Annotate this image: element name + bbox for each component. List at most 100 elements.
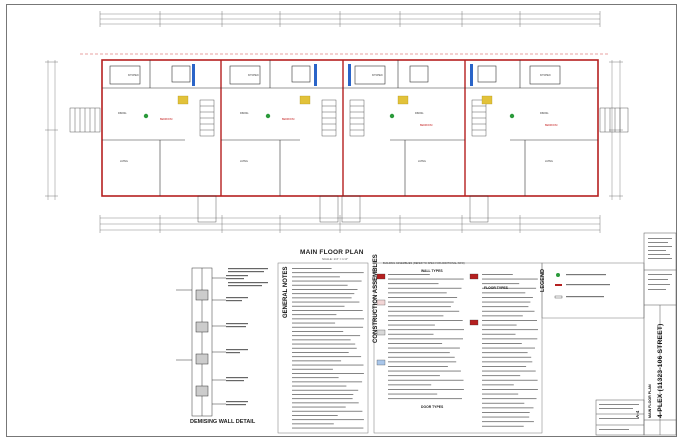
fine-print-line xyxy=(482,361,533,363)
room-label-kitchen-3: KITCHEN xyxy=(372,74,383,77)
exterior-steps xyxy=(69,107,629,223)
fine-print-line xyxy=(388,356,455,358)
fine-print-line xyxy=(292,305,345,307)
room-label-living-4: LIVING xyxy=(545,160,553,163)
fine-print-line xyxy=(388,287,462,289)
room-label-dining-4: DINING xyxy=(540,112,549,115)
fine-print-line xyxy=(388,361,457,363)
fine-print-line xyxy=(482,315,523,317)
fine-print-line xyxy=(292,318,364,320)
fine-print-line xyxy=(482,412,530,413)
fine-print-line xyxy=(388,370,461,372)
fine-print-line xyxy=(388,366,448,367)
fine-print-line xyxy=(482,393,519,395)
fine-print-line xyxy=(292,331,344,332)
fine-print-line xyxy=(482,292,526,294)
fine-print-line xyxy=(482,287,537,289)
fine-print-line xyxy=(388,301,454,303)
fine-print-line xyxy=(388,333,434,335)
fine-print-line xyxy=(292,398,353,400)
fine-print-line xyxy=(482,366,527,367)
dimension-lines xyxy=(47,13,621,231)
fine-print-line xyxy=(292,268,332,269)
fine-print-line xyxy=(482,310,535,312)
fine-print-line xyxy=(482,320,537,321)
fine-print-line xyxy=(482,389,538,390)
fine-print-line xyxy=(292,335,361,337)
room-label-bedroom-1: BEDROOM xyxy=(160,118,173,121)
wall-type-swatches xyxy=(376,273,479,366)
fine-print-line xyxy=(482,352,528,354)
plan-scale: SCALE: 1/4" = 1'-0" xyxy=(322,257,349,261)
fine-print-line xyxy=(388,393,438,395)
fine-print-line xyxy=(482,370,536,372)
fine-print-line xyxy=(292,364,364,366)
fine-print-line xyxy=(482,324,517,326)
fine-print-line xyxy=(292,389,359,391)
fine-print-line xyxy=(292,280,362,282)
marks-green xyxy=(143,113,515,119)
fine-print-line xyxy=(388,278,464,280)
fine-print-line xyxy=(482,421,534,423)
fine-print-line xyxy=(292,419,364,421)
fine-print-line xyxy=(292,343,356,345)
plan-title: MAIN FLOOR PLAN xyxy=(300,249,364,256)
sheet-title: MAIN FLOOR PLAN xyxy=(648,384,652,418)
fine-print-line xyxy=(482,274,513,275)
fine-print-line xyxy=(388,274,430,275)
fine-print-line xyxy=(388,338,463,340)
construction-heading: CONSTRUCTION ASSEMBLIES xyxy=(373,254,379,343)
fine-print-line xyxy=(388,324,435,326)
fine-print-line xyxy=(482,425,524,427)
room-label-kitchen-1: KITCHEN xyxy=(128,74,139,77)
fine-print-line xyxy=(292,368,333,370)
fine-print-line xyxy=(292,394,354,395)
construction-caption: BUILDING ASSEMBLIES (REFER TO SPEC FOR A… xyxy=(383,262,465,265)
fine-print-line xyxy=(292,415,338,416)
fine-print-line xyxy=(292,385,347,387)
fine-print-line xyxy=(292,301,360,303)
fine-print-line xyxy=(482,329,538,331)
door-types-label: DOOR TYPES xyxy=(421,405,444,409)
demising-wall-detail xyxy=(176,267,226,417)
sheet-number: A-4 xyxy=(635,410,640,418)
fine-print-line xyxy=(292,381,363,383)
fine-print-line xyxy=(292,377,339,379)
room-label-living-1: LIVING xyxy=(120,160,128,163)
fine-print-line xyxy=(482,384,514,386)
fine-print-line xyxy=(388,292,447,294)
fine-print-line xyxy=(388,384,432,386)
fine-print-line xyxy=(388,329,464,331)
fine-print-line xyxy=(292,352,349,353)
room-label-living-2: LIVING xyxy=(240,160,248,163)
fine-print-line xyxy=(292,297,352,299)
title-block xyxy=(595,232,677,436)
interior-walls xyxy=(102,60,598,196)
fine-print-line xyxy=(482,306,529,308)
fine-print-line xyxy=(292,314,337,316)
fine-print-line xyxy=(482,347,535,349)
fine-print-line xyxy=(482,356,532,358)
construction-notes-text xyxy=(388,274,538,427)
fine-print-line xyxy=(482,278,538,280)
fine-print-line xyxy=(388,297,458,298)
fine-print-line xyxy=(292,427,364,429)
fine-print-line xyxy=(292,406,346,408)
legend-heading: LEGEND xyxy=(540,269,546,292)
fine-print-line xyxy=(292,289,358,290)
fine-print-line xyxy=(482,407,534,409)
fine-print-line xyxy=(292,339,351,341)
fine-print-line xyxy=(388,375,440,377)
fixtures-yellow xyxy=(177,95,493,105)
detail-annotations xyxy=(226,268,268,406)
fine-print-line xyxy=(292,423,334,425)
title-block-fine-text xyxy=(599,238,672,430)
fine-print-line xyxy=(388,283,439,285)
detail-title: DEMISING WALL DETAIL xyxy=(190,419,256,425)
fine-print-line xyxy=(388,389,464,390)
fine-print-line xyxy=(292,326,364,328)
fine-print-line xyxy=(388,306,451,308)
fine-print-line xyxy=(482,283,520,285)
